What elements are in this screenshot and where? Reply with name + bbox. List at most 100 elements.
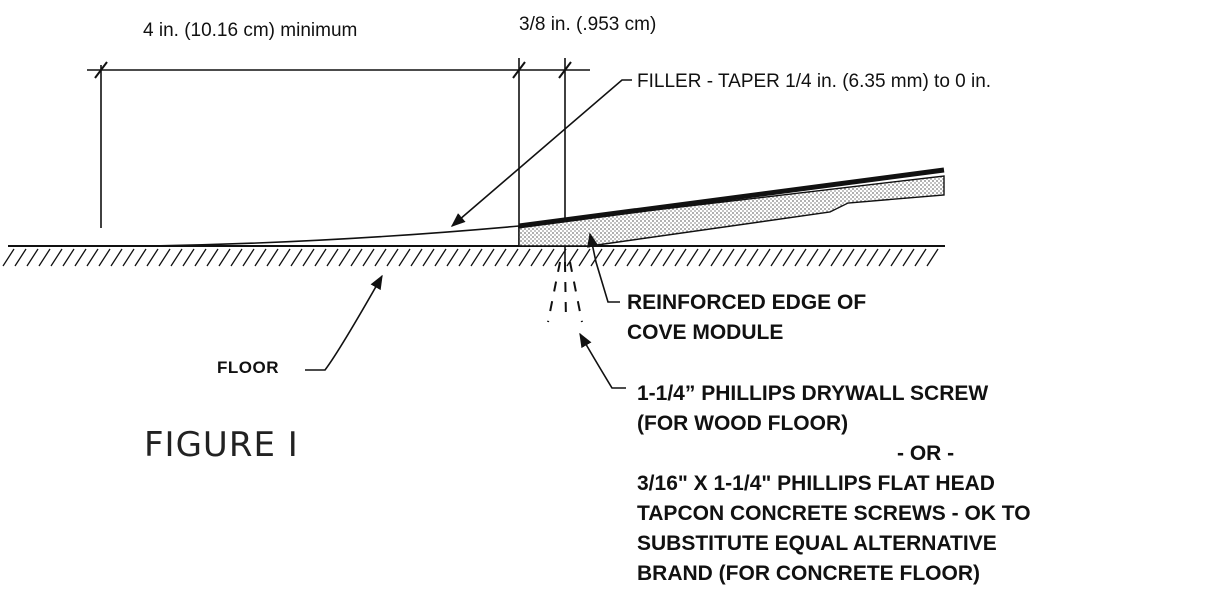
hatch-mark [878,248,891,267]
hatch-mark [362,248,375,267]
cove-module [518,167,945,247]
dimension-lines [87,58,590,270]
hatch-mark [50,248,63,267]
hatch-mark [434,248,447,267]
hatch-mark [746,248,759,267]
filler-label: FILLER - TAPER 1/4 in. (6.35 mm) to 0 in… [637,71,991,92]
gap-dimension-label: 3/8 in. (.953 cm) [519,14,656,35]
hatch-mark [158,248,171,267]
hatch-mark [686,248,699,267]
reinforced-edge-label-1: REINFORCED EDGE OF [627,291,866,314]
hatch-mark [866,248,879,267]
hatch-mark [110,248,123,267]
screw-callout-line: TAPCON CONCRETE SCREWS - OK TO [637,502,1031,525]
floor-label: FLOOR [217,358,279,377]
hatch-mark [770,248,783,267]
hatch-mark [290,248,303,267]
hatch-mark [230,248,243,267]
hatch-mark [842,248,855,267]
hatch-mark [446,248,459,267]
screw [547,261,583,323]
hatch-mark [626,248,639,267]
hatch-mark [14,248,27,267]
hatch-mark [566,248,579,267]
floor-hatch [2,248,939,267]
filler-taper [149,225,520,247]
hatch-mark [386,248,399,267]
hatch-mark [734,248,747,267]
hatch-mark [554,248,567,267]
hatch-mark [314,248,327,267]
hatch-mark [38,248,51,267]
screw-callout-line: 3/16" X 1-1/4" PHILLIPS FLAT HEAD [637,472,995,495]
hatch-mark [926,248,939,267]
hatch-mark [170,248,183,267]
hatch-mark [218,248,231,267]
hatch-mark [890,248,903,267]
hatch-mark [614,248,627,267]
hatch-mark [146,248,159,267]
hatch-mark [194,248,207,267]
hatch-mark [710,248,723,267]
hatch-mark [134,248,147,267]
hatch-mark [854,248,867,267]
hatch-mark [410,248,423,267]
hatch-mark [602,248,615,267]
minimum-dimension-label: 4 in. (10.16 cm) minimum [143,20,357,41]
hatch-mark [638,248,651,267]
hatch-mark [26,248,39,267]
hatch-mark [578,248,591,267]
hatch-mark [374,248,387,267]
screw-callout: 1-1/4” PHILLIPS DRYWALL SCREW (FOR WOOD … [637,382,1031,585]
hatch-mark [662,248,675,267]
hatch-mark [62,248,75,267]
hatch-mark [782,248,795,267]
hatch-mark [806,248,819,267]
leader-lines [305,79,632,389]
hatch-mark [302,248,315,267]
hatch-mark [914,248,927,267]
hatch-mark [650,248,663,267]
hatch-mark [182,248,195,267]
hatch-mark [818,248,831,267]
hatch-mark [350,248,363,267]
hatch-mark [902,248,915,267]
hatch-mark [518,248,531,267]
hatch-mark [98,248,111,267]
hatch-mark [530,248,543,267]
hatch-mark [242,248,255,267]
hatch-mark [122,248,135,267]
reinforced-edge-label-2: COVE MODULE [627,321,783,344]
hatch-mark [338,248,351,267]
hatch-mark [2,248,15,267]
hatch-mark [590,248,603,267]
hatch-mark [506,248,519,267]
hatch-mark [86,248,99,267]
hatch-mark [698,248,711,267]
hatch-mark [458,248,471,267]
hatch-mark [542,248,555,267]
hatch-mark [254,248,267,267]
hatch-mark [326,248,339,267]
hatch-mark [482,248,495,267]
screw-callout-line: SUBSTITUTE EQUAL ALTERNATIVE [637,532,997,555]
hatch-mark [758,248,771,267]
screw-callout-line: 1-1/4” PHILLIPS DRYWALL SCREW [637,382,988,405]
hatch-mark [674,248,687,267]
hatch-mark [494,248,507,267]
hatch-mark [398,248,411,267]
screw-callout-line: (FOR WOOD FLOOR) [637,412,848,435]
hatch-mark [422,248,435,267]
figure-label: FIGURE I [144,425,299,465]
hatch-mark [722,248,735,267]
screw-callout-line: - OR - [897,442,954,465]
hatch-mark [470,248,483,267]
screw-callout-line: BRAND (FOR CONCRETE FLOOR) [637,562,980,585]
hatch-mark [830,248,843,267]
hatch-mark [794,248,807,267]
hatch-mark [266,248,279,267]
floor-surface [2,245,945,267]
hatch-mark [278,248,291,267]
hatch-mark [74,248,87,267]
